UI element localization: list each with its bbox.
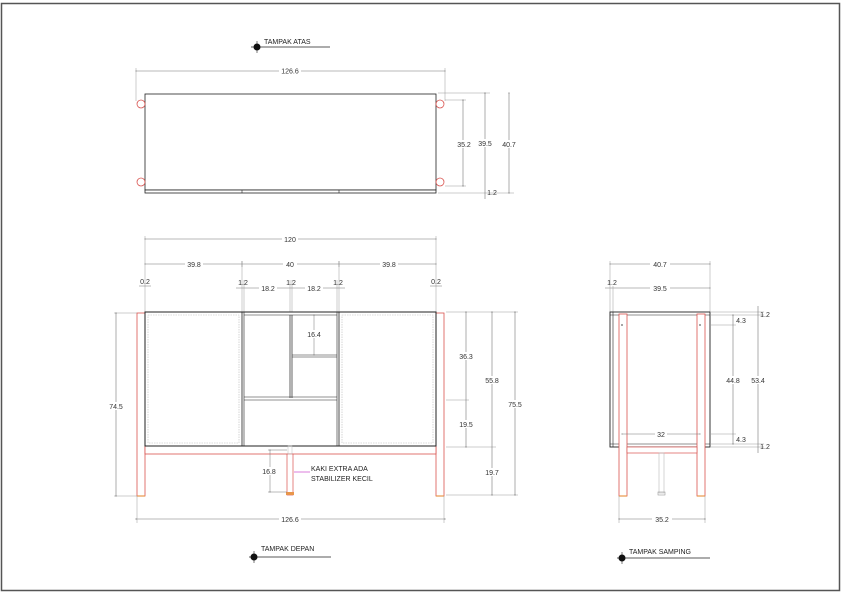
dim-front-36-3: 36.3 (459, 354, 473, 361)
leg-marker (435, 177, 445, 187)
dim-front-75-5: 75.5 (508, 402, 522, 409)
front-view-title-text: TAMPAK DEPAN (261, 546, 314, 553)
dim-side-4-3-top: 4.3 (736, 318, 746, 325)
front-stretcher (144, 445, 437, 455)
dim-front-1-2-a: 1.2 (238, 280, 248, 287)
dim-side-35-2: 35.2 (655, 517, 669, 524)
dim-front-16-4: 16.4 (307, 332, 321, 339)
dim-side-40-7: 40.7 (653, 262, 667, 269)
dim-side-1-2-top: 1.2 (760, 312, 770, 319)
dim-front-120: 120 (284, 237, 296, 244)
front-view: 120 39.8 40 39.8 0.2 1.2 1.2 1.2 18.2 18… (106, 235, 524, 563)
dim-side-4-3-bottom: 4.3 (736, 437, 746, 444)
section-marker-icon (250, 553, 258, 561)
dim-top-40-7: 40.7 (502, 142, 516, 149)
dim-front-18-2-left: 18.2 (261, 286, 275, 293)
dim-front-16-8: 16.8 (262, 469, 276, 476)
dim-front-1-2-c: 1.2 (333, 280, 343, 287)
section-marker-icon (253, 43, 261, 51)
note-line-2: STABILIZER KECIL (311, 476, 373, 483)
side-view: 40.7 39.5 1.2 32 35.2 (605, 260, 770, 564)
front-cabinet-body (144, 311, 437, 447)
dim-front-0-2-left: 0.2 (140, 279, 150, 286)
stabilizer-foot (286, 492, 294, 495)
side-stretcher (626, 446, 698, 454)
leg-marker (136, 177, 146, 187)
top-front-strip (144, 189, 437, 194)
top-view-title-text: TAMPAK ATAS (264, 39, 311, 46)
side-view-title-text: TAMPAK SAMPING (629, 549, 691, 556)
dim-side-53-4: 53.4 (751, 378, 765, 385)
dim-side-44-8: 44.8 (726, 378, 740, 385)
dim-top-1-2: 1.2 (487, 190, 497, 197)
dim-front-40: 40 (286, 262, 294, 269)
dim-front-19-7: 19.7 (485, 470, 499, 477)
side-view-title: TAMPAK SAMPING (617, 549, 710, 564)
dim-front-74-5: 74.5 (109, 404, 123, 411)
front-extra-leg (286, 453, 294, 496)
side-leg-front (696, 313, 706, 497)
dim-side-1-2-bottom: 1.2 (760, 444, 770, 451)
front-view-title: TAMPAK DEPAN (249, 546, 331, 563)
dim-front-126-6: 126.6 (281, 517, 299, 524)
top-view-title: TAMPAK ATAS (251, 39, 330, 53)
dim-front-39-8-left: 39.8 (187, 262, 201, 269)
side-leg-back (618, 313, 628, 497)
side-extra-leg (658, 452, 665, 494)
dim-side-39-5: 39.5 (653, 286, 667, 293)
dim-front-19-5: 19.5 (459, 422, 473, 429)
top-body (144, 93, 437, 191)
dim-top-39-5: 39.5 (478, 141, 492, 148)
dim-front-18-2-right: 18.2 (307, 286, 321, 293)
dim-front-0-2-right: 0.2 (431, 279, 441, 286)
dim-side-32: 32 (657, 432, 665, 439)
dim-top-35-2: 35.2 (457, 142, 471, 149)
dim-side-1-2-back: 1.2 (607, 280, 617, 287)
dim-top-width: 126.6 (281, 69, 299, 76)
front-leg-right (435, 312, 445, 497)
note-line-1: KAKI EXTRA ADA (311, 466, 368, 473)
top-view: TAMPAK ATAS 126.6 35.2 39.5 40.7 1.2 (135, 39, 518, 199)
front-leg-left (136, 312, 146, 497)
leg-marker (136, 99, 146, 109)
dim-front-39-8-right: 39.8 (382, 262, 396, 269)
section-marker-icon (618, 554, 626, 562)
dim-front-55-8: 55.8 (485, 378, 499, 385)
leg-marker (435, 99, 445, 109)
dim-front-1-2-b: 1.2 (286, 280, 296, 287)
